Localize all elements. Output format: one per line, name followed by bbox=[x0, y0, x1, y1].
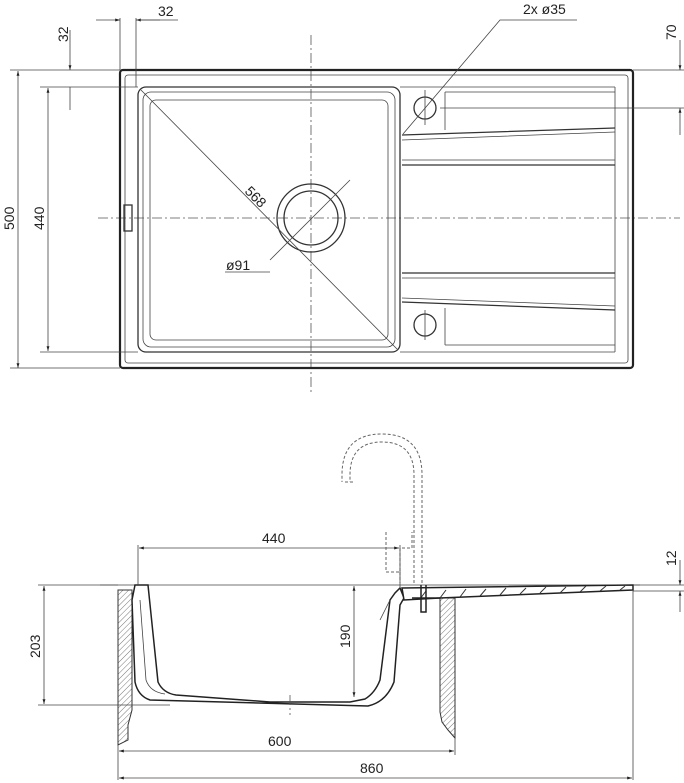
drain-outer bbox=[276, 183, 346, 253]
cabinet-wall-right bbox=[439, 597, 456, 740]
bowl-section bbox=[131, 584, 405, 707]
drain-dimension-line bbox=[269, 179, 351, 261]
faucet-outline bbox=[341, 433, 423, 583]
dim-bowl-depth: 440 bbox=[31, 206, 47, 230]
bowl-inner bbox=[149, 99, 389, 341]
bowl-bevel bbox=[142, 91, 396, 348]
sink-outline bbox=[118, 68, 635, 370]
drainer-hatch bbox=[419, 585, 626, 600]
dim-diagonal: 568 bbox=[242, 183, 270, 211]
drain-inner bbox=[283, 190, 339, 246]
overflow-slot bbox=[123, 204, 133, 232]
dim-bowl-width: 440 bbox=[262, 530, 286, 546]
dim-hole-offset: 70 bbox=[663, 24, 679, 40]
tap-fixing bbox=[412, 585, 440, 613]
drainer-section bbox=[401, 584, 634, 601]
holes-leader bbox=[402, 19, 577, 135]
dim-drain: ø91 bbox=[226, 257, 250, 273]
dim-flange-depth: 32 bbox=[55, 26, 71, 42]
faucet-lever bbox=[385, 532, 413, 583]
dim-holes: 2x ø35 bbox=[523, 1, 566, 17]
cabinet-wall-left bbox=[117, 589, 133, 746]
dim-total-height: 203 bbox=[27, 634, 43, 658]
top-view: 568 ø91 2x ø35 32 32 bbox=[1, 1, 684, 395]
dim-drainer-thickness: 12 bbox=[663, 550, 679, 566]
bowl-section-inner bbox=[139, 599, 391, 695]
drainer bbox=[400, 86, 616, 353]
dim-bowl-height: 190 bbox=[337, 624, 353, 648]
side-view: 440 190 203 12 600 860 bbox=[27, 433, 684, 780]
dim-flange-width: 32 bbox=[158, 3, 174, 19]
dim-cabinet: 600 bbox=[268, 733, 292, 749]
dim-overall-width: 860 bbox=[360, 760, 384, 776]
diagonal-dimension-line bbox=[140, 89, 398, 350]
bowl-outline bbox=[137, 86, 401, 353]
sink-rim bbox=[124, 74, 629, 364]
dim-overall-depth: 500 bbox=[1, 206, 17, 230]
